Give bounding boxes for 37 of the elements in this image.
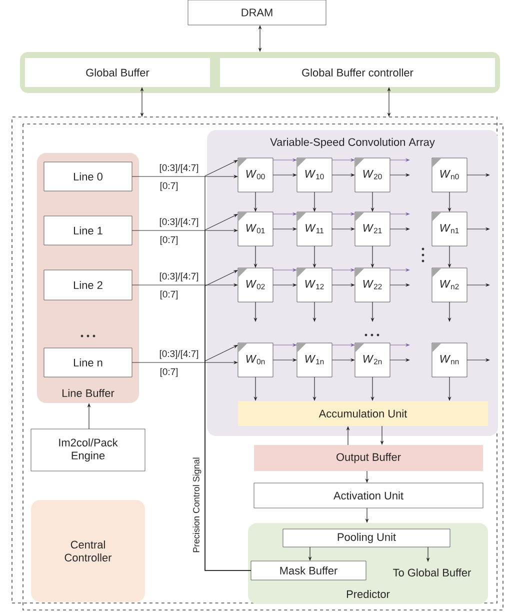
bit-range-label: [0:7] xyxy=(160,290,178,300)
pe-cell: W$_{10}$ xyxy=(296,158,332,192)
pe-cell: W$_{0n}$ xyxy=(238,342,274,378)
pe-cell: W$_{11}$ xyxy=(296,212,332,246)
memory-box: DRAM xyxy=(188,0,326,26)
pe-cell: W$_{n1}$ xyxy=(432,212,468,246)
pe-cell: W$_{21}$ xyxy=(354,212,390,246)
pe-cell: W$_{n0}$ xyxy=(432,158,468,192)
edge-label: [0:3]/[4:7] xyxy=(160,164,198,173)
bit-range-label: [0:7] xyxy=(160,236,178,245)
controller-panel: Central Controller xyxy=(31,500,145,602)
pe-cell: W$_{12}$ xyxy=(296,268,332,302)
pe-cell: W$_{00}$ xyxy=(238,158,274,192)
output-buffer-bar: Output Buffer xyxy=(254,445,483,471)
bit-range-label: [0:7] xyxy=(160,182,178,191)
unit-box: Activation Unit xyxy=(254,482,484,508)
pe-cell: W$_{20}$ xyxy=(354,158,390,192)
destination-text: To Global Buffer xyxy=(393,568,471,577)
edge-label: [0:3]/[4:7] xyxy=(160,218,198,227)
accumulation-bar: Accumulation Unit xyxy=(238,401,488,426)
pe-cell: W$_{01}$ xyxy=(238,212,274,246)
pe-cell: W$_{02}$ xyxy=(238,268,274,302)
edge-label: [0:3]/[4:7] xyxy=(160,272,198,282)
unit-box: Pooling Unit xyxy=(282,528,450,548)
controller-box: Global Buffer controller xyxy=(220,58,495,87)
pe-cell: W$_{2n}$ xyxy=(354,342,390,378)
pe-cell: W$_{n2}$ xyxy=(432,268,468,302)
edge-label: [0:3]/[4:7] xyxy=(160,350,198,359)
signal-label: Precision Control Signal xyxy=(192,458,202,552)
buffer-box: Global Buffer xyxy=(25,58,210,87)
pe-cell: W$_{1n}$ xyxy=(296,342,332,378)
pe-cell: W$_{22}$ xyxy=(354,268,390,302)
engine-box: Im2col/Pack Engine xyxy=(30,428,146,472)
pe-cell: W$_{nn}$ xyxy=(432,342,468,378)
buffer-box: Mask Buffer xyxy=(250,560,366,580)
bit-range-label: [0:7] xyxy=(160,368,178,377)
arrow xyxy=(204,345,252,571)
